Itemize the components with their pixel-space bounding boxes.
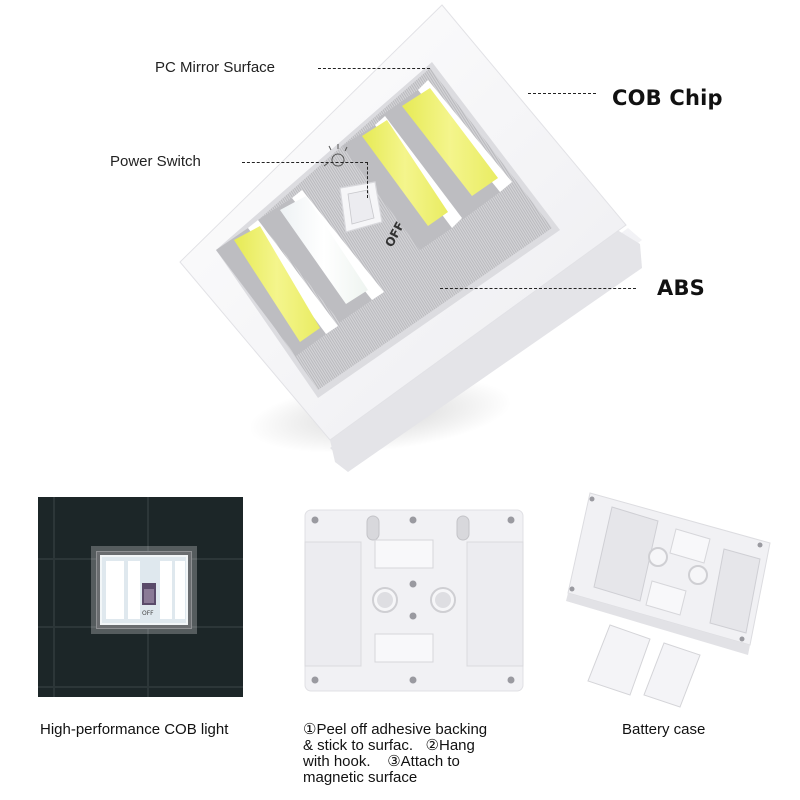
label-cob-chip: COB Chip bbox=[612, 86, 723, 110]
caption-line: with hook. ③Attach to bbox=[303, 753, 460, 770]
svg-text:OFF: OFF bbox=[142, 610, 154, 617]
leader-cob-chip bbox=[528, 93, 596, 94]
label-power-switch: Power Switch bbox=[110, 153, 201, 170]
caption-line: ①Peel off adhesive backing bbox=[303, 721, 488, 738]
leader-abs bbox=[440, 288, 636, 289]
panel-mounting-photo bbox=[303, 508, 525, 693]
label-pc-mirror-surface: PC Mirror Surface bbox=[155, 59, 276, 76]
bulb-icon bbox=[323, 144, 348, 167]
caption-battery-case: Battery case bbox=[622, 721, 706, 738]
cob-light-illustration: OFF bbox=[179, 4, 642, 472]
panel-cob-light-photo: OFF bbox=[38, 497, 243, 697]
caption-cob-light: High-performance COB light bbox=[40, 721, 229, 738]
caption-line: & stick to surfac. ②Hang bbox=[303, 737, 475, 754]
night-light-photo: OFF bbox=[38, 497, 243, 697]
panel-battery-case-photo bbox=[560, 485, 785, 710]
label-abs: ABS bbox=[657, 276, 705, 300]
main-product-view: OFF PC Mirror Surface Power Switch COB C… bbox=[110, 4, 723, 472]
caption-line: magnetic surface bbox=[303, 769, 418, 786]
leader-power-switch-v bbox=[367, 162, 368, 198]
keyhole-icon bbox=[366, 515, 470, 541]
caption-mounting: ①Peel off adhesive backing & stick to su… bbox=[303, 722, 487, 786]
leader-pc-mirror bbox=[318, 68, 430, 69]
leader-power-switch-h bbox=[242, 162, 368, 163]
